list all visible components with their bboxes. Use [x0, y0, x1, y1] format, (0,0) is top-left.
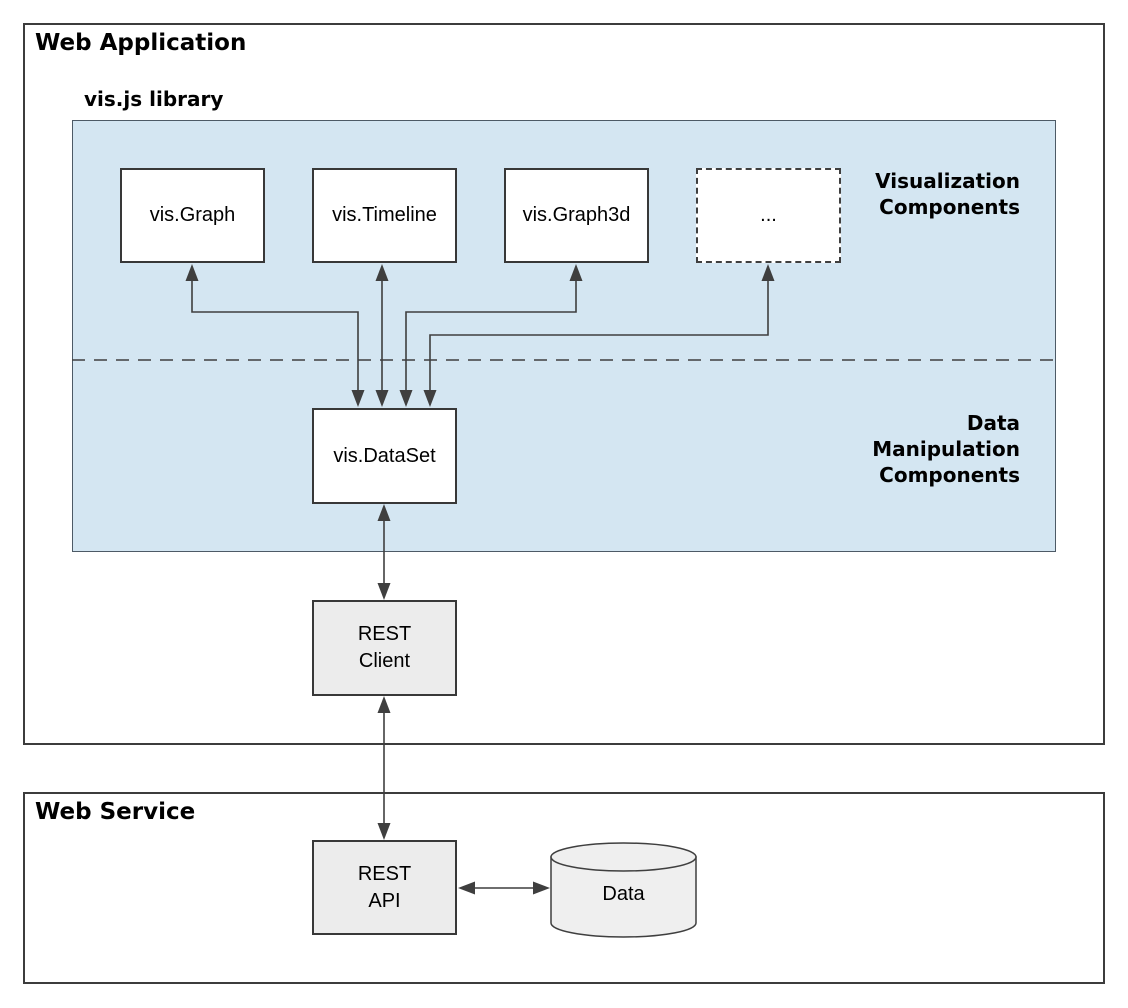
- node-placeholder: ...: [696, 168, 841, 263]
- data-store-label: Data: [602, 882, 645, 905]
- node-rest-api: REST API: [312, 840, 457, 935]
- node-vis-graph3d: vis.Graph3d: [504, 168, 649, 263]
- web-service-title: Web Service: [35, 799, 196, 825]
- node-vis-graph: vis.Graph: [120, 168, 265, 263]
- node-vis-dataset: vis.DataSet: [312, 408, 457, 504]
- web-application-title: Web Application: [35, 30, 247, 56]
- node-rest-client: REST Client: [312, 600, 457, 696]
- visjs-library-title: vis.js library: [84, 87, 224, 111]
- data-manipulation-components-label: Data Manipulation Components: [872, 411, 1020, 487]
- node-vis-timeline: vis.Timeline: [312, 168, 457, 263]
- visualization-components-label: Visualization Components: [875, 169, 1020, 219]
